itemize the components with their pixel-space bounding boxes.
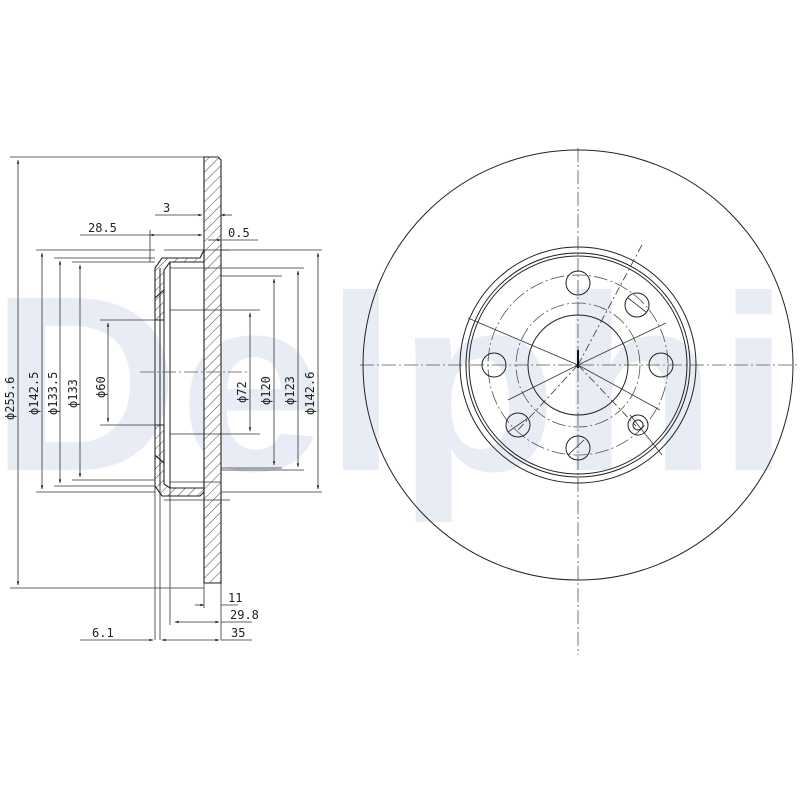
center-bore bbox=[527, 314, 629, 416]
label-d142-5: ϕ142.5 bbox=[27, 372, 41, 415]
watermark-delphi: Delphi bbox=[0, 244, 790, 523]
label-d60: ϕ60 bbox=[94, 376, 108, 398]
label-d133-5: ϕ133.5 bbox=[46, 372, 60, 415]
outer-disc-edge bbox=[362, 149, 794, 581]
bolt-holes bbox=[481, 270, 674, 461]
label-35: 35 bbox=[231, 626, 245, 640]
label-d123: ϕ123 bbox=[283, 376, 297, 405]
label-29-8: 29.8 bbox=[230, 608, 259, 622]
label-d120: ϕ120 bbox=[259, 376, 273, 405]
label-0-5: 0.5 bbox=[228, 226, 250, 240]
label-d133: ϕ133 bbox=[66, 379, 80, 408]
section-view: ϕ255.6 ϕ142.5 ϕ133.5 ϕ133 ϕ60 ϕ72 ϕ120 ϕ… bbox=[3, 156, 322, 642]
label-6-1: 6.1 bbox=[92, 626, 114, 640]
label-11: 11 bbox=[228, 591, 242, 605]
label-d72: ϕ72 bbox=[235, 381, 249, 403]
front-view bbox=[360, 148, 800, 655]
label-d255-6: ϕ255.6 bbox=[3, 377, 17, 420]
label-d142-6: ϕ142.6 bbox=[303, 372, 317, 415]
rotor-plate-section bbox=[203, 156, 222, 584]
label-28-5: 28.5 bbox=[88, 221, 117, 235]
label-3: 3 bbox=[163, 201, 170, 215]
